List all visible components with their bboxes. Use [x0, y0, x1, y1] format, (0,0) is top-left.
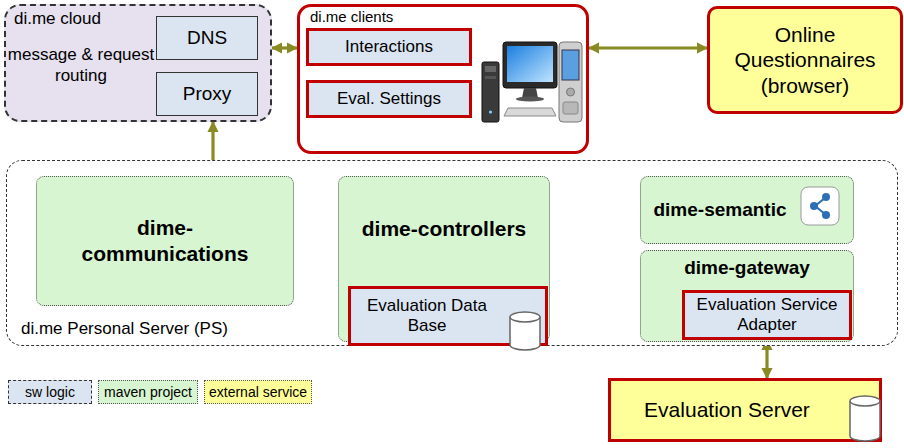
box-label: dime-communications	[80, 215, 250, 268]
maven-project-box: dime-controllersEvaluation Data Base	[338, 176, 550, 342]
maven-project-box: dime-semantic	[640, 176, 854, 244]
box-label: dime-controllers	[339, 217, 549, 241]
box-label: di.me Personal Server (PS)	[21, 319, 228, 339]
box-label: Interactions	[345, 37, 433, 57]
box-label: Online Questionnaires (browser)	[710, 22, 900, 98]
box-label: Eval. Settings	[337, 89, 441, 109]
clients-group: di.me clientsInteractionsEval. Settings	[297, 4, 589, 154]
box-label: dime-semantic	[653, 199, 786, 221]
cloud-group: di.me cloud message & request routing DNS P…	[4, 4, 272, 122]
legend-swatch: maven project	[98, 380, 198, 404]
logic-box: Interactions	[306, 28, 472, 66]
box-label: DNS	[187, 27, 227, 49]
database-symbol	[508, 310, 542, 352]
database-symbol	[848, 394, 882, 444]
external-service-box: Evaluation Server	[608, 378, 882, 442]
box-label: dime-gateway	[641, 257, 853, 279]
box-label: Evaluation Data Base	[362, 296, 492, 337]
legend-label: sw logic	[25, 384, 75, 400]
box-label: Proxy	[183, 83, 232, 105]
double-arrow	[272, 46, 297, 49]
external-service-box: Online Questionnaires (browser)	[707, 6, 903, 114]
maven-project-box: dime-communications	[36, 176, 294, 306]
legend-label: maven project	[104, 384, 192, 400]
logic-box: Proxy	[156, 72, 258, 116]
logic-box: Evaluation Service Adapter	[682, 290, 852, 340]
logic-box: DNS	[156, 16, 258, 60]
box-note: message & request routing	[6, 44, 156, 87]
legend-swatch: external service	[204, 380, 312, 404]
legend-swatch: sw logic	[8, 380, 92, 404]
logic-box: Evaluation Data Base	[348, 286, 548, 346]
box-label: Evaluation Service Adapter	[692, 295, 842, 334]
box-label: di.me cloud	[14, 9, 101, 29]
computer-illustration	[480, 36, 584, 132]
box-label: Evaluation Server	[644, 398, 810, 422]
semantic-icon	[800, 186, 840, 226]
server-group: di.me Personal Server (PS) dime-communica…	[6, 160, 898, 346]
box-label: di.me clients	[310, 8, 393, 25]
maven-project-box: dime-gatewayEvaluation Service Adapter	[640, 250, 854, 342]
legend-label: external service	[209, 384, 307, 400]
double-arrow	[589, 46, 707, 49]
logic-box: Eval. Settings	[306, 80, 472, 118]
